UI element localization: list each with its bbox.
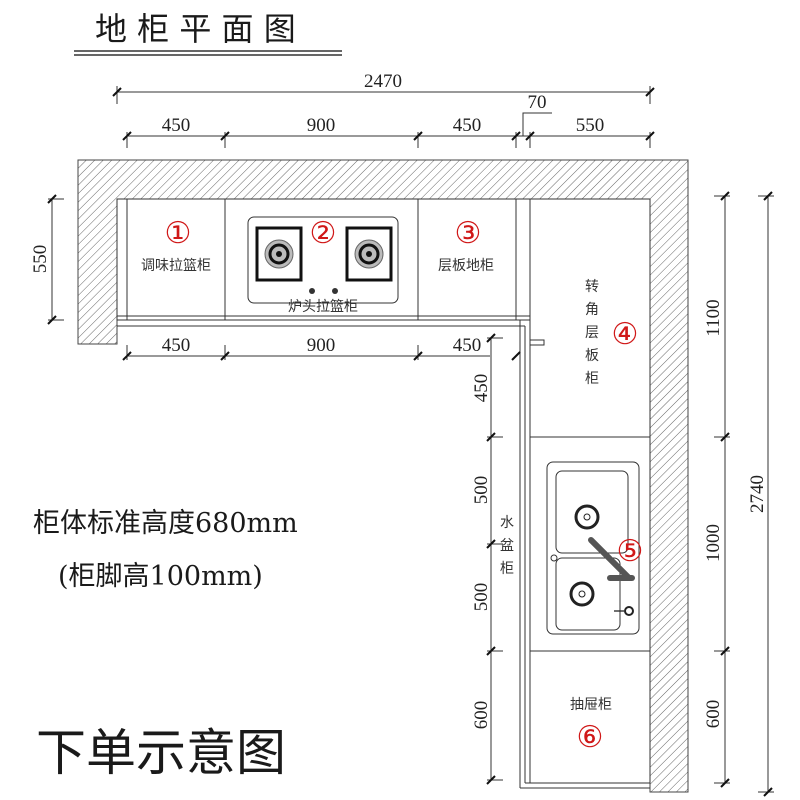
knob-right-icon [332, 288, 338, 294]
cabinet-label-4-char: 角 [585, 302, 599, 318]
dim-inner-v-500-a: 500 [471, 476, 492, 505]
dim-inner-v-500-b: 500 [471, 583, 492, 612]
cabinet-label-4-char: 板 [585, 348, 599, 364]
cooktop [247, 216, 399, 304]
dim-inner-900: 900 [307, 335, 336, 356]
cabinet-3-shelf-base: ③ 层板地柜 [438, 216, 494, 274]
right-cabinet-run [519, 198, 651, 789]
dimension-right-total: 2740 [747, 191, 774, 797]
cabinet-number-5: ⑤ [617, 534, 644, 569]
cabinet-number-3: ③ [455, 216, 482, 251]
dim-top-70: 70 [528, 92, 547, 113]
sink-outline [546, 461, 640, 635]
cabinet-label-5-char: 柜 [500, 561, 514, 577]
burner-right-icon [345, 226, 393, 282]
dim-inner-450-b: 450 [453, 335, 482, 356]
note-leg-height: (柜脚高100mm) [58, 561, 263, 592]
dim-right-2740: 2740 [747, 475, 768, 513]
dim-right-1000: 1000 [703, 524, 724, 562]
dimension-left-depth: 550 [30, 194, 64, 325]
order-diagram-label: 下单示意图 [36, 724, 286, 782]
cabinet-number-4: ④ [612, 317, 639, 352]
drain-bottom-icon [569, 581, 595, 607]
cabinet-label-5-char: 盆 [500, 538, 514, 554]
dim-2470: 2470 [364, 71, 402, 92]
cabinet-number-6: ⑥ [577, 720, 604, 755]
cabinet-label-1: 调味拉篮柜 [141, 258, 211, 274]
dim-inner-v-600: 600 [471, 701, 492, 730]
cabinet-label-4-char: 柜 [585, 371, 599, 387]
dimension-inner-bottom: 450 900 450 [122, 335, 521, 361]
dimension-inner-vertical: 450 500 500 600 [471, 333, 503, 785]
drain-top-icon [574, 504, 600, 530]
cabinet-number-1: ① [165, 216, 192, 251]
dim-550-left: 550 [30, 245, 51, 274]
burner-left-icon [255, 226, 303, 282]
dimension-top-total: 2470 [112, 71, 655, 104]
dimension-right-segments: 1100 1000 600 [703, 191, 730, 788]
faucet-icon [588, 537, 631, 580]
cabinet-label-5-char: 水 [500, 515, 514, 531]
dim-top-550: 550 [576, 115, 605, 136]
corner-handle [529, 339, 545, 346]
dim-right-600: 600 [703, 700, 724, 729]
dim-inner-v-450: 450 [471, 374, 492, 403]
dim-top-450-b: 450 [453, 115, 482, 136]
cabinet-label-3: 层板地柜 [438, 258, 494, 274]
cabinet-1-seasoning-basket: ① 调味拉篮柜 [141, 216, 211, 274]
overflow-icon [550, 554, 558, 562]
soap-dispenser-icon [624, 606, 634, 616]
note-standard-height: 柜体标准高度680mm [33, 508, 298, 539]
knob-left-icon [309, 288, 315, 294]
cabinet-number-2: ② [310, 216, 337, 251]
sink-bowl-top [555, 470, 629, 554]
dim-inner-450-a: 450 [162, 335, 191, 356]
cabinet-4-corner-shelf: 转 角 层 板 柜 ④ [585, 279, 638, 387]
cabinet-label-6: 抽屉柜 [570, 697, 612, 713]
cabinet-2-stove-basket: ② 炉头拉篮柜 [247, 216, 399, 315]
dim-top-450-a: 450 [162, 115, 191, 136]
dim-top-900: 900 [307, 115, 336, 136]
cabinet-label-2: 炉头拉篮柜 [288, 299, 358, 315]
dim-right-1100: 1100 [703, 299, 724, 336]
cabinet-6-drawer: 抽屉柜 ⑥ [570, 697, 612, 755]
page-title: 地 柜 平 面 图 [95, 10, 296, 48]
dimension-top-segments: 450 900 450 70 550 [122, 92, 655, 148]
sink-bowl-bottom [555, 557, 621, 631]
cabinet-label-4-char: 转 [585, 279, 599, 295]
cabinet-5-sink: ⑤ 水 盆 柜 [500, 461, 644, 635]
cabinet-label-4-char: 层 [585, 325, 599, 341]
